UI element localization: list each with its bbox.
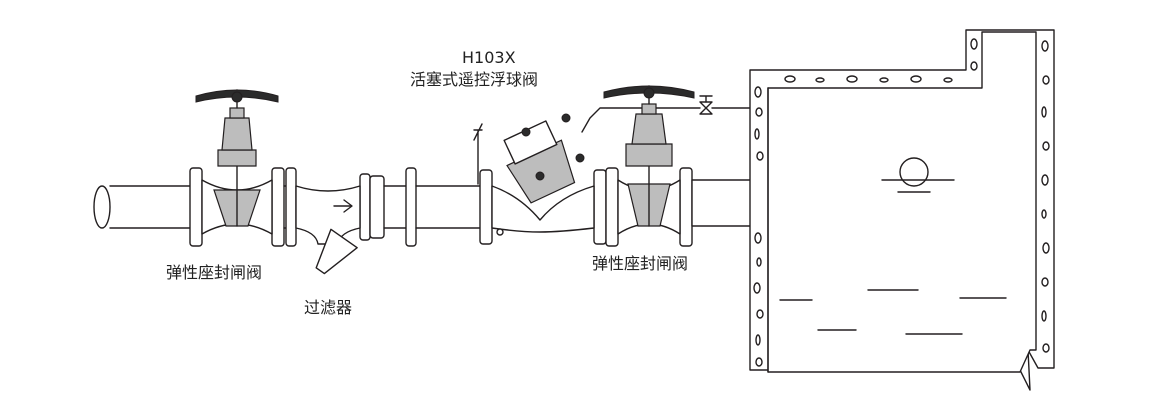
flange-pair — [369, 167, 481, 247]
inlet-pipe — [93, 185, 191, 229]
water-tank — [749, 29, 1055, 391]
label-gate-valve-right: 弹性座封闸阀 — [592, 254, 689, 273]
label-main-valve-model: H103X — [462, 48, 516, 67]
water-surface-lines — [779, 289, 1007, 335]
gate-valve-left — [189, 89, 285, 247]
label-strainer: 过滤器 — [304, 298, 353, 317]
concrete-texture — [753, 38, 1050, 367]
float-ball — [881, 157, 955, 193]
gate-valve-right — [603, 85, 695, 247]
strainer — [285, 167, 371, 275]
label-gate-valve-left: 弹性座封闸阀 — [166, 263, 263, 282]
label-main-valve-name: 活塞式遥控浮球阀 — [410, 70, 539, 89]
